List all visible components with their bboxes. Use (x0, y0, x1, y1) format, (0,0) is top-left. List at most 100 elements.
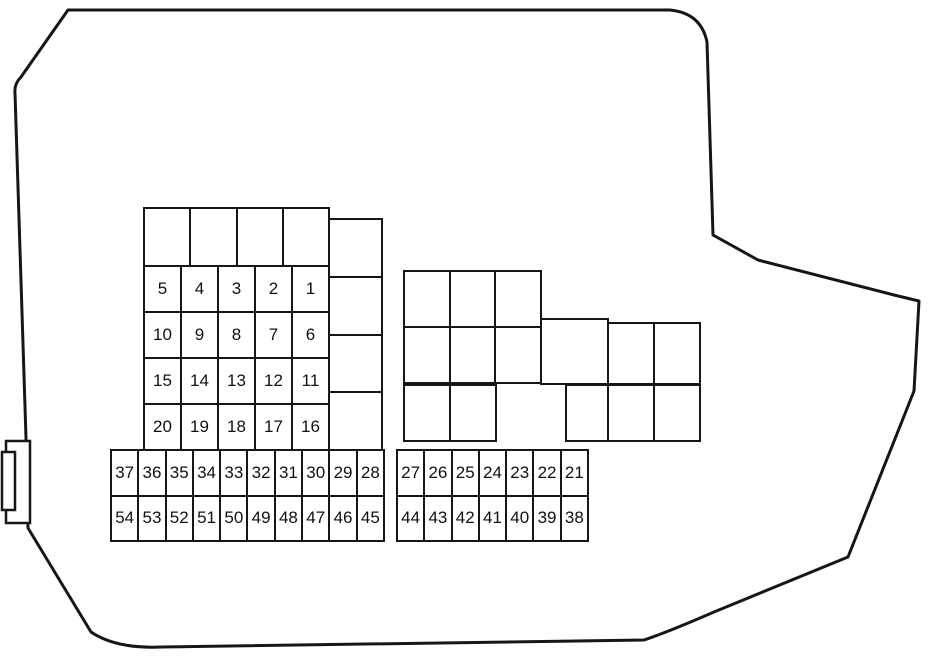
fuse-43: 43 (423, 494, 453, 542)
relay-slot (494, 270, 542, 328)
fuse-13: 13 (217, 357, 256, 405)
relay-slot (328, 391, 383, 451)
fuse-20: 20 (143, 403, 182, 451)
fuse-5: 5 (143, 265, 182, 313)
grid-row (540, 318, 609, 385)
fuse-47: 47 (301, 494, 331, 542)
grid-row: 27 26 25 24 23 22 21 (395, 449, 590, 497)
grid-row (328, 218, 383, 278)
grid-row: 10 9 8 7 6 (143, 311, 330, 359)
fuse-37: 37 (109, 449, 140, 497)
fuse-26: 26 (423, 449, 453, 497)
fuse-52: 52 (164, 494, 194, 542)
fuse-30: 30 (301, 449, 331, 497)
relay-slot (448, 326, 497, 384)
left-connector-tab-inner (0, 450, 17, 512)
grid-row: 44 43 42 41 40 39 38 (395, 494, 590, 542)
relay-cluster-b (540, 318, 609, 385)
fuse-29: 29 (328, 449, 358, 497)
relay-slot (448, 270, 497, 328)
top-relay-row (142, 207, 331, 267)
relay-cluster-a2 (403, 384, 497, 442)
fuse-38: 38 (559, 494, 590, 542)
relay-slot (607, 322, 655, 385)
fuse-4: 4 (180, 265, 219, 313)
grid-row (403, 384, 497, 442)
right-relay-column (328, 218, 383, 451)
fuse-1: 1 (291, 265, 330, 313)
grid-row (607, 384, 701, 442)
relay-cluster-b2 (565, 384, 609, 442)
fuse-28: 28 (355, 449, 386, 497)
relay-slot (281, 207, 331, 267)
fuse-40: 40 (505, 494, 535, 542)
fuse-12: 12 (254, 357, 293, 405)
relay-slot (235, 207, 284, 267)
fuse-16: 16 (291, 403, 330, 451)
main-fuse-grid: 5 4 3 2 1 10 9 8 7 6 15 14 13 12 11 20 1… (143, 265, 330, 451)
fuse-51: 51 (191, 494, 222, 542)
relay-cluster-c2 (607, 384, 701, 442)
grid-row (403, 326, 542, 384)
fuse-10: 10 (143, 311, 182, 359)
relay-slot (653, 322, 701, 385)
relay-slot (565, 384, 609, 442)
grid-row (328, 391, 383, 451)
relay-slot (328, 275, 383, 336)
relay-slot (328, 218, 383, 278)
relay-slot (328, 333, 383, 394)
relay-slot (142, 207, 192, 267)
fuse-34: 34 (191, 449, 222, 497)
grid-row: 15 14 13 12 11 (143, 357, 330, 405)
fuse-45: 45 (355, 494, 386, 542)
relay-cluster-a (403, 270, 542, 384)
fuse-35: 35 (164, 449, 194, 497)
relay-slot (403, 326, 451, 384)
fuse-14: 14 (180, 357, 219, 405)
fuse-32: 32 (246, 449, 276, 497)
relay-slot (653, 384, 701, 442)
fuse-2: 2 (254, 265, 293, 313)
fuse-8: 8 (217, 311, 256, 359)
relay-slot (494, 326, 542, 384)
grid-row: 20 19 18 17 16 (143, 403, 330, 451)
fuse-9: 9 (180, 311, 219, 359)
fuse-18: 18 (217, 403, 256, 451)
fuse-49: 49 (246, 494, 276, 542)
fuse-27: 27 (395, 449, 426, 497)
fuse-21: 21 (559, 449, 590, 497)
fuse-25: 25 (450, 449, 480, 497)
fuse-36: 36 (137, 449, 167, 497)
grid-row: 5 4 3 2 1 (143, 265, 330, 313)
grid-row: 37 36 35 34 33 32 31 30 29 28 (109, 449, 386, 497)
fuse-6: 6 (291, 311, 330, 359)
fuse-41: 41 (477, 494, 508, 542)
fuse-50: 50 (219, 494, 249, 542)
grid-row (328, 275, 383, 336)
relay-slot (403, 384, 451, 442)
relay-slot (607, 384, 655, 442)
grid-row (403, 270, 542, 328)
fuse-17: 17 (254, 403, 293, 451)
fuse-3: 3 (217, 265, 256, 313)
fuse-24: 24 (477, 449, 508, 497)
grid-row (142, 207, 331, 267)
grid-row (607, 322, 701, 385)
fuse-15: 15 (143, 357, 182, 405)
fuse-23: 23 (505, 449, 535, 497)
fuse-19: 19 (180, 403, 219, 451)
fuse-31: 31 (273, 449, 304, 497)
fuse-54: 54 (109, 494, 140, 542)
fuse-22: 22 (532, 449, 562, 497)
bottom-left-fuse-strip: 37 36 35 34 33 32 31 30 29 28 54 53 52 5… (109, 449, 386, 542)
relay-slot (540, 318, 609, 385)
bottom-right-fuse-strip: 27 26 25 24 23 22 21 44 43 42 41 40 39 3… (395, 449, 590, 542)
grid-row (565, 384, 609, 442)
fuse-44: 44 (395, 494, 426, 542)
fuse-39: 39 (532, 494, 562, 542)
grid-row (328, 333, 383, 394)
relay-cluster-c (607, 322, 701, 385)
fuse-53: 53 (137, 494, 167, 542)
fuse-48: 48 (273, 494, 304, 542)
